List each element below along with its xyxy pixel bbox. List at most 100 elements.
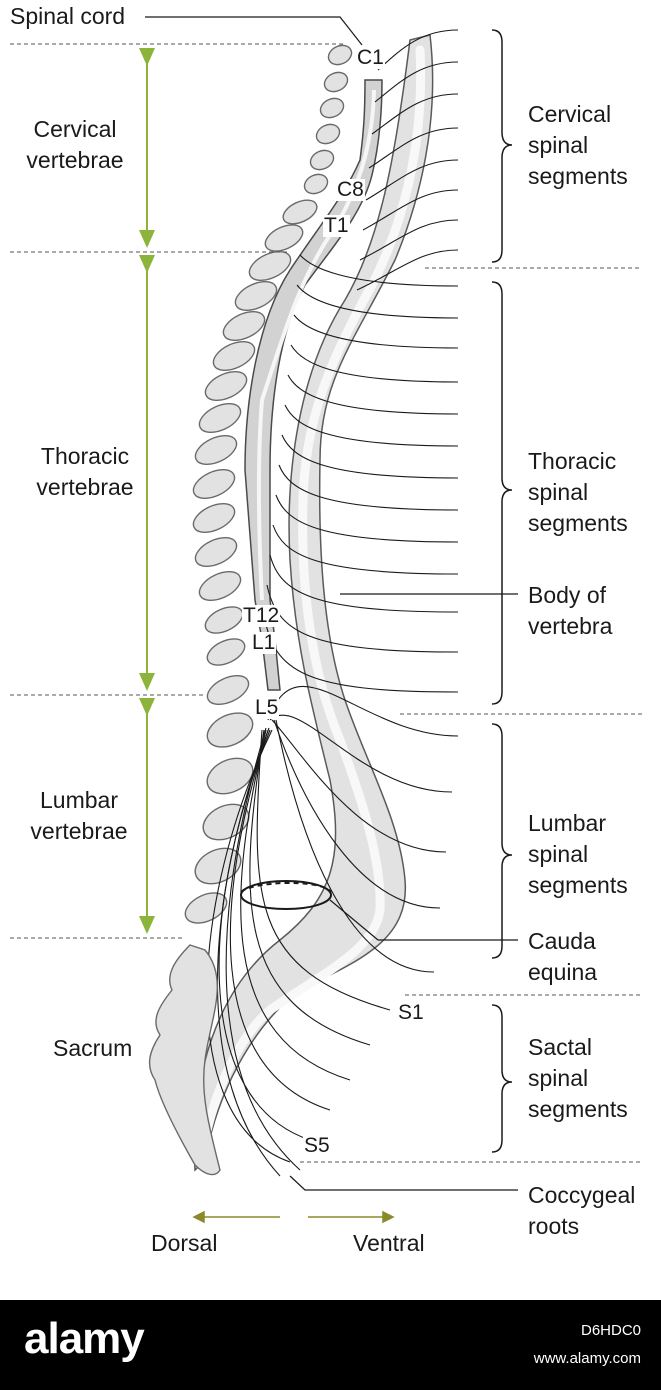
nerve-root [266,584,459,653]
lumbar-segments-label: Lumbar spinal segments [528,808,628,901]
vertebral-body-column [193,34,434,1172]
spinous-process [192,468,236,500]
sacral-segments-line-2: spinal [528,1065,589,1091]
spinous-process [198,402,242,434]
nerve-root [275,719,435,973]
thoracic-vertebrae-line-1: Thoracic [40,443,130,469]
spinal-cord-label: Spinal cord [10,3,126,29]
spinous-process [212,340,256,372]
nerve-root [356,249,459,291]
spinous-process [234,280,278,312]
spinous-process [184,892,228,924]
nerve-root [275,494,459,543]
thoracic-segments-label: Thoracic spinal segments [528,446,628,539]
spinous-process [206,638,246,666]
cervical-vertebrae-line-1: Cervical [33,116,117,142]
watermark-image-id: D6HDC0 [580,1322,641,1339]
nerve-root [249,729,371,1046]
nerve-root [281,434,459,479]
direction-arrows [192,1210,395,1224]
dorsal-label: Dorsal [151,1230,218,1256]
nerve-root [229,729,331,1111]
spinous-process [327,44,353,66]
c1-marker: C1 [356,46,385,69]
spinous-process [319,97,345,119]
lumbar-vertebrae-label: Lumbar vertebrae [20,785,138,847]
coccygeal-roots-line-1: Coccygeal [528,1182,636,1208]
spinous-process [222,310,266,342]
cervical-segments-label: Cervical spinal segments [528,99,628,192]
c8-marker: C8 [336,178,365,201]
coccygeal-roots-line-2: roots [528,1213,580,1239]
spinous-process [282,199,318,225]
lumbar-segments-line-1: Lumbar [528,810,606,836]
lumbar-segments-line-3: segments [528,872,628,898]
leader-lines [145,16,518,1191]
body-of-vertebra-line-1: Body of [528,582,606,608]
diagram-artwork [10,16,642,1224]
nerve-root [371,93,459,135]
spinous-process [194,847,242,885]
nerve-root [296,284,459,319]
spinous-process [204,370,248,402]
nerve-root [278,464,459,511]
spinous-process [206,674,250,706]
nerve-root [359,219,459,261]
s5-marker: S5 [303,1134,331,1157]
l5-marker: L5 [254,696,280,719]
t12-marker: T12 [242,604,281,627]
watermark-bar: alamy D6HDC0 www.alamy.com [0,1300,661,1390]
spinous-process [198,570,242,602]
nerve-roots [206,29,459,1177]
segment-braces [491,29,513,1153]
nerve-root [284,404,459,447]
sacral-segments-label: Sactal spinal segments [528,1032,628,1125]
cervical-vertebrae-line-2: vertebrae [26,147,124,173]
nerve-root [368,127,459,169]
cauda-equina-ellipse-dash [240,881,332,893]
cervical-segments-line-1: Cervical [528,101,612,127]
watermark-logo: alamy [24,1314,145,1363]
spinous-process [194,536,238,568]
s1-marker: S1 [397,1001,425,1024]
cauda-equina-line-1: Cauda [528,928,596,954]
sacrum-bone [148,944,221,1176]
thoracic-segments-line-2: spinal [528,479,589,505]
l1-marker: L1 [251,631,277,654]
nerve-root [272,524,459,575]
spinous-process [248,250,292,282]
cervical-vertebrae-label: Cervical vertebrae [16,114,134,176]
spinous-process [206,712,254,748]
spinous-process [204,606,244,634]
nerve-root [293,314,459,349]
cervical-segments-line-3: segments [528,163,628,189]
sacral-segments-line-3: segments [528,1096,628,1122]
spinous-process [206,757,254,795]
coccygeal-roots-label: Coccygeal roots [528,1180,635,1242]
cauda-equina-ellipse [240,880,332,910]
thoracic-segments-line-1: Thoracic [528,448,617,474]
nerve-root [299,254,459,287]
nerve-root [240,729,351,1081]
nerve-root [269,714,453,793]
body-of-vertebra-label: Body of vertebra [528,580,612,642]
spinous-process [194,434,238,466]
nerve-root [362,189,459,231]
lumbar-segments-line-2: spinal [528,841,589,867]
thoracic-vertebrae-line-2: vertebrae [36,474,134,500]
cervical-segments-line-2: spinal [528,132,589,158]
nerve-root [287,374,459,415]
nerve-root [290,344,459,383]
ventral-label: Ventral [353,1230,425,1256]
cauda-equina-label: Cauda equina [528,926,597,988]
spinous-process [264,224,304,252]
sacral-segments-line-1: Sactal [528,1034,592,1060]
cauda-equina-line-2: equina [528,959,598,985]
spinal-cord-highlight [257,89,376,601]
spinous-process [303,173,329,195]
nerve-root [256,729,391,1011]
nerve-root [273,719,441,909]
nerve-root [365,159,459,201]
spinous-process [309,149,335,171]
nerve-root [271,719,447,853]
